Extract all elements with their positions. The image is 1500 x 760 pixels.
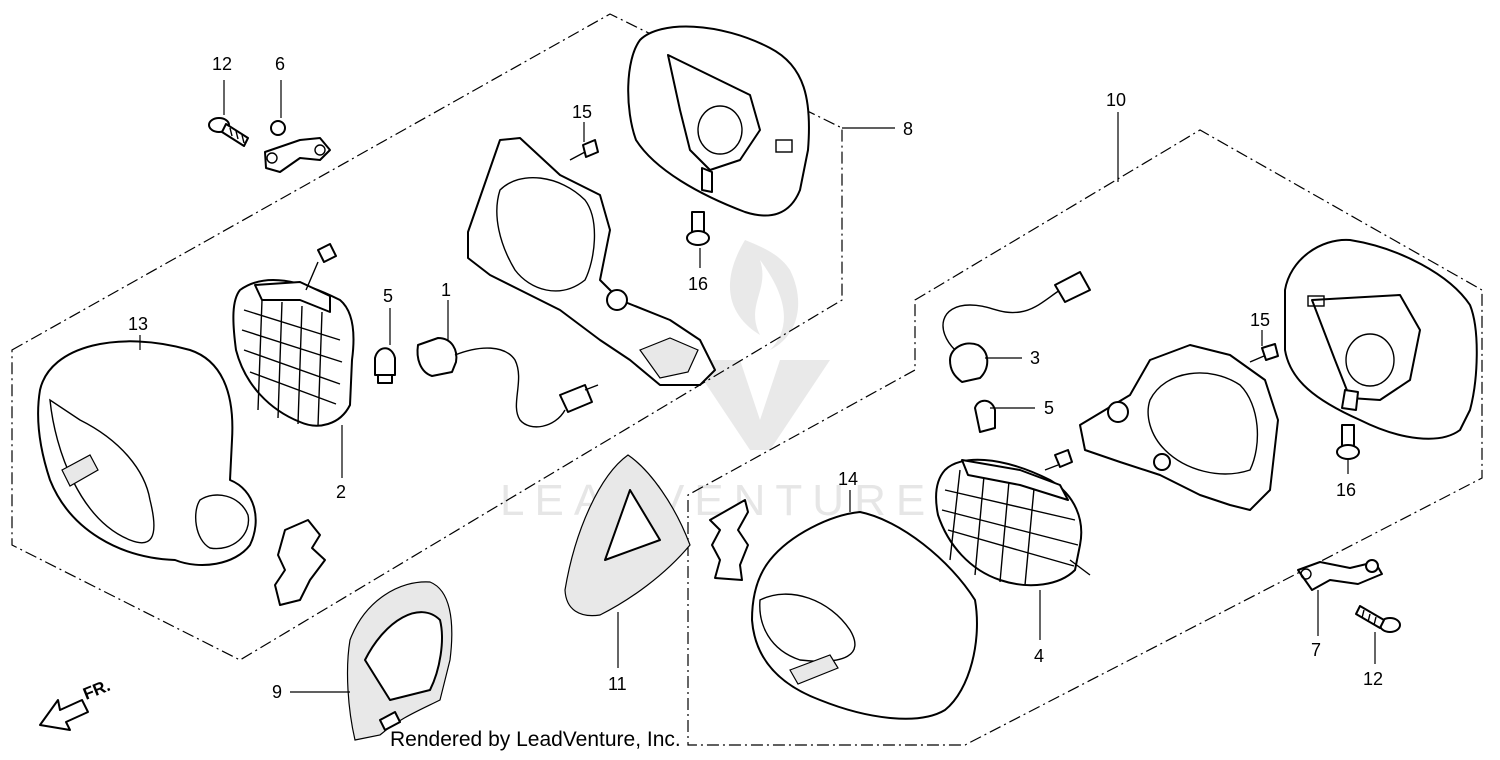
part-15-screw-right xyxy=(1249,343,1279,363)
left-assembly-outline xyxy=(11,13,843,661)
callout-2: 2 xyxy=(336,482,346,502)
callout-15-left: 15 xyxy=(572,102,592,122)
part-3-socket-harness xyxy=(942,271,1091,383)
part-6-bracket-left xyxy=(264,120,331,173)
callout-8: 8 xyxy=(903,119,913,139)
callout-12-left: 12 xyxy=(212,54,232,74)
callout-labels: 1 2 3 4 5 5 6 7 8 9 10 11 12 12 13 14 15… xyxy=(128,54,1383,702)
mirror-base-frame-right xyxy=(1079,344,1279,511)
screw-near-lens-4 xyxy=(1044,449,1073,471)
callout-12-right: 12 xyxy=(1363,669,1383,689)
part-1-socket-harness xyxy=(416,337,599,428)
render-credit: Rendered by LeadVenture, Inc. xyxy=(390,728,681,751)
part-4-turn-signal-lens xyxy=(935,458,1091,587)
part-15-screw-left xyxy=(569,139,599,161)
leader-lines xyxy=(139,80,1376,693)
mirror-glass-right xyxy=(1284,238,1478,440)
callout-5-right: 5 xyxy=(1044,398,1054,418)
callout-9: 9 xyxy=(272,682,282,702)
front-direction-indicator: FR. xyxy=(39,676,113,731)
part-8-mirror-glass-left xyxy=(627,25,811,217)
part-5-bulb-right xyxy=(974,399,996,433)
retainer-clip-right xyxy=(709,499,749,581)
callout-5-left: 5 xyxy=(383,286,393,306)
callout-16-right: 16 xyxy=(1336,480,1356,500)
callout-13: 13 xyxy=(128,314,148,334)
front-label: FR. xyxy=(80,676,113,704)
callout-6: 6 xyxy=(275,54,285,74)
part-2-turn-signal-lens xyxy=(232,279,355,427)
callout-7: 7 xyxy=(1311,640,1321,660)
part-12-bolt-right xyxy=(1355,605,1401,633)
front-arrow-icon xyxy=(39,699,89,731)
callout-11: 11 xyxy=(608,674,627,694)
part-13-mirror-housing-cover xyxy=(37,340,257,566)
mirror-base-frame-left xyxy=(467,137,716,386)
part-16-screw-right xyxy=(1336,424,1360,460)
part-12-bolt-left xyxy=(208,117,249,147)
retainer-clip-left xyxy=(274,519,326,606)
callout-3: 3 xyxy=(1030,348,1040,368)
callout-16-left: 16 xyxy=(688,274,708,294)
part-11-gasket xyxy=(564,454,691,617)
callout-4: 4 xyxy=(1034,646,1044,666)
part-16-screw-left xyxy=(686,211,710,246)
part-9-mirror-seal xyxy=(346,581,453,741)
right-assembly-outline xyxy=(687,129,1483,746)
callout-15-right: 15 xyxy=(1250,310,1270,330)
part-7-bracket-right xyxy=(1297,559,1383,591)
part-14-mirror-housing-cover xyxy=(751,511,978,720)
part-5-bulb-left xyxy=(374,347,396,384)
callout-14: 14 xyxy=(838,469,858,489)
callout-1: 1 xyxy=(441,280,451,300)
screw-near-lens-2 xyxy=(305,243,337,291)
callout-10: 10 xyxy=(1106,90,1126,110)
